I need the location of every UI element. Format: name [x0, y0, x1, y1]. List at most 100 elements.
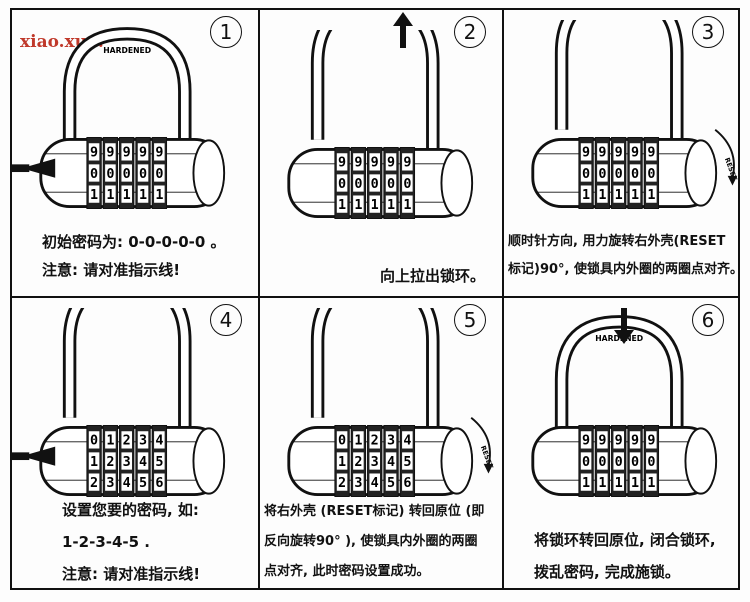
dial-digit: 9 — [354, 156, 362, 171]
divider — [502, 8, 504, 590]
dial-digit: 9 — [582, 146, 590, 161]
dial-digit: 9 — [123, 146, 131, 161]
instruction-text: 点对齐, 此时密码设置成功。 — [264, 564, 430, 579]
dial-digit: 4 — [123, 476, 131, 491]
dial-digit: 5 — [403, 455, 411, 470]
dial-digit: 1 — [354, 198, 362, 213]
dial-digit: 0 — [371, 177, 379, 192]
dial-digit: 1 — [106, 188, 114, 203]
dial-digit: 5 — [139, 476, 147, 491]
dial-digit: 2 — [90, 476, 98, 491]
instruction-text: 1-2-3-4-5 . — [62, 533, 151, 551]
divider — [10, 296, 740, 298]
instruction-text: 反向旋转90° ), 使锁具内外圈的两圈 — [264, 534, 478, 549]
dial-digit: 0 — [403, 177, 411, 192]
dial-digit: 9 — [403, 156, 411, 171]
dial-digit: 3 — [123, 455, 131, 470]
dial-digit: 0 — [90, 167, 98, 182]
dial-digit: 3 — [354, 476, 362, 491]
padlock-illustration: HARDENED901901901901901RESET — [531, 20, 739, 209]
instruction-text: 向上拉出锁环。 — [380, 267, 486, 285]
instruction-text: 设置您要的密码, 如: — [62, 501, 199, 519]
dial-digit: 4 — [155, 434, 163, 449]
dial-digit: 0 — [106, 167, 114, 182]
dial-digit: 1 — [647, 188, 655, 203]
step-panel-4: 4HARDENED012123234345456 设置您要的密码, 如: 1-2-3… — [12, 298, 258, 584]
panel-grid-border — [10, 8, 740, 590]
dial-digit: 3 — [106, 476, 114, 491]
step-number: 5 — [454, 304, 486, 336]
dial-digit: 9 — [598, 146, 606, 161]
dial-digit: 3 — [139, 434, 147, 449]
dial-digit: 1 — [90, 188, 98, 203]
dial-digit: 0 — [354, 177, 362, 192]
dial-digit: 0 — [338, 177, 346, 192]
dial-digit: 0 — [598, 167, 606, 182]
dial-digit: 1 — [631, 476, 639, 491]
dial-digit: 1 — [123, 188, 131, 203]
dial-digit: 4 — [403, 434, 411, 449]
dial-digit: 2 — [371, 434, 379, 449]
dial-digit: 1 — [155, 188, 163, 203]
dial-digit: 9 — [106, 146, 114, 161]
dial-digit: 6 — [403, 476, 411, 491]
dial-digit: 0 — [647, 455, 655, 470]
dial-digit: 2 — [106, 455, 114, 470]
dial-digit: 0 — [139, 167, 147, 182]
dial-digit: 9 — [598, 434, 606, 449]
dial-digit: 9 — [371, 156, 379, 171]
dial-digit: 1 — [403, 198, 411, 213]
dial-digit: 0 — [387, 177, 395, 192]
dial-digit: 5 — [387, 476, 395, 491]
dial-digit: 1 — [598, 476, 606, 491]
step-panel-5: 5HARDENED012123234345456RESET将右外壳 (RESET… — [260, 298, 502, 584]
dial-digit: 0 — [631, 455, 639, 470]
step-number: 3 — [692, 16, 724, 48]
dial-digit: 9 — [647, 146, 655, 161]
step-panel-3: 3HARDENED901901901901901RESET顺时针方向, 用力旋转… — [504, 10, 743, 296]
dial-digit: 4 — [139, 455, 147, 470]
padlock-illustration: HARDENED012123234345456 — [12, 308, 226, 497]
dial-digit: 1 — [615, 188, 623, 203]
dial-digit: 2 — [123, 434, 131, 449]
dial-digit: 0 — [155, 167, 163, 182]
dial-digit: 6 — [155, 476, 163, 491]
instruction-text: 初始密码为: 0-0-0-0-0 。 — [42, 233, 226, 251]
step-number: 2 — [454, 16, 486, 48]
dial-digit: 1 — [139, 188, 147, 203]
instruction-text: 将右外壳 (RESET标记) 转回原位 (即 — [264, 504, 485, 519]
instruction-text: 注意: 请对准指示线! — [42, 261, 181, 279]
arrow-down-icon — [614, 308, 634, 344]
dial-digit: 9 — [387, 156, 395, 171]
dial-digit: 9 — [615, 146, 623, 161]
dial-digit: 1 — [615, 476, 623, 491]
dial-digit: 0 — [615, 455, 623, 470]
dial-digit: 9 — [139, 146, 147, 161]
arrow-up-icon — [393, 12, 413, 48]
instruction-text: 将锁环转回原位, 闭合锁环, — [534, 531, 716, 549]
dial-digit: 1 — [338, 455, 346, 470]
svg-text:HARDENED: HARDENED — [595, 334, 643, 343]
instruction-text: 注意: 请对准指示线! — [62, 565, 201, 583]
dial-digit: 1 — [338, 198, 346, 213]
dial-digit: 9 — [615, 434, 623, 449]
dial-digit: 9 — [582, 434, 590, 449]
dial-digit: 0 — [582, 167, 590, 182]
dial-digit: 0 — [123, 167, 131, 182]
dial-digit: 1 — [582, 476, 590, 491]
dial-digit: 0 — [615, 167, 623, 182]
step-panel-2: 2HARDENED901901901901901向上拉出锁环。 — [260, 10, 502, 296]
dial-digit: 9 — [647, 434, 655, 449]
dial-digit: 2 — [354, 455, 362, 470]
dial-digit: 9 — [338, 156, 346, 171]
dial-digit: 0 — [631, 167, 639, 182]
dial-digit: 9 — [631, 146, 639, 161]
dial-digit: 0 — [647, 167, 655, 182]
instruction-text: 标记)90°, 使锁具内外圈的两圈点对齐。 — [508, 262, 743, 277]
dial-digit: 1 — [371, 198, 379, 213]
step-number: 6 — [692, 304, 724, 336]
dial-digit: 1 — [90, 455, 98, 470]
